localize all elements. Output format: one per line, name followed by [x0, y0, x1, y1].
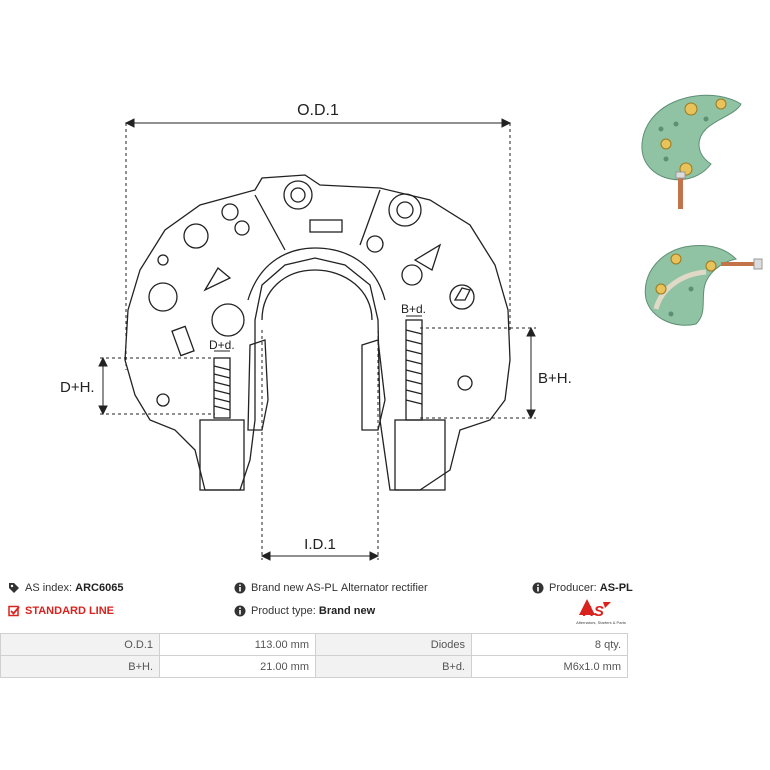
- technical-drawing: O.D.1 I.D.1 D+H. B+H. D+d. B+d.: [60, 102, 572, 561]
- checkbox-icon: [8, 605, 20, 617]
- info-icon: [234, 605, 246, 617]
- spec-value: 8 qty.: [471, 633, 628, 656]
- rectifier-outline: [124, 174, 511, 491]
- product-photo-top: [641, 94, 742, 209]
- id1-label: I.D.1: [304, 536, 336, 553]
- d-bolt: [199, 357, 245, 491]
- bh-label: B+H.: [538, 370, 572, 387]
- svg-text:Alternators, Starters & Parts: Alternators, Starters & Parts: [576, 620, 626, 625]
- standard-line: STANDARD LINE: [8, 605, 114, 617]
- tag-icon: [9, 583, 19, 593]
- as-pl-logo: AS Alternators, Starters & Parts: [576, 599, 626, 625]
- b-bolt: [394, 319, 446, 491]
- producer: Producer: AS-PL: [532, 582, 633, 594]
- description: Brand new AS-PL Alternator rectifier: [234, 582, 428, 594]
- spec-label: B+H.: [0, 655, 160, 678]
- product-type: Product type: Brand new: [234, 605, 375, 617]
- spec-value: 113.00 mm: [159, 633, 316, 656]
- spec-label: B+d.: [315, 655, 472, 678]
- spec-value: 21.00 mm: [159, 655, 316, 678]
- bd-label: B+d.: [401, 302, 426, 316]
- spec-label: O.D.1: [0, 633, 160, 656]
- table-row: B+H. 21.00 mm B+d. M6x1.0 mm: [0, 655, 628, 678]
- table-row: O.D.1 113.00 mm Diodes 8 qty.: [0, 633, 628, 656]
- od1-label: O.D.1: [297, 102, 339, 119]
- spec-value: M6x1.0 mm: [471, 655, 628, 678]
- product-info: AS index: ARC6065 STANDARD LINE Brand ne…: [0, 578, 640, 628]
- spec-label: Diodes: [315, 633, 472, 656]
- product-photos: [641, 94, 763, 326]
- as-index: AS index: ARC6065: [8, 582, 123, 594]
- info-icon: [234, 582, 246, 594]
- info-icon: [532, 582, 544, 594]
- dh-label: D+H.: [60, 379, 95, 396]
- spec-table: O.D.1 113.00 mm Diodes 8 qty. B+H. 21.00…: [0, 633, 628, 678]
- svg-text:AS: AS: [582, 603, 604, 620]
- dd-label: D+d.: [209, 338, 235, 352]
- product-photo-bottom: [644, 245, 763, 326]
